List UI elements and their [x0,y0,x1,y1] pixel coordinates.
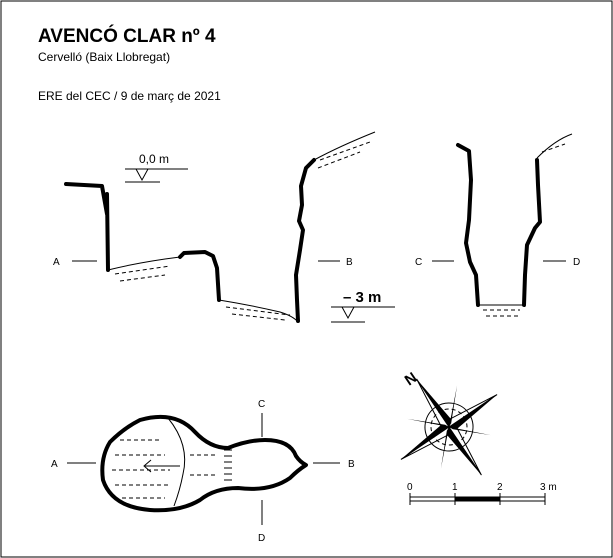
section-label-d: D [573,257,580,268]
plan-shaft-edge [167,417,186,507]
scale-tick-3: 3 m [540,482,557,493]
floor-left [107,256,181,271]
floor-right [218,299,299,323]
plan-label-b: B [348,459,355,470]
compass-north-label: N [402,369,420,389]
level-bottom-label: – 3 m [343,289,381,306]
compass-rose [400,378,498,476]
plan-outline [100,415,308,513]
right-wall [294,158,316,323]
level-top-label: 0,0 m [139,152,169,166]
plan-label-a: A [51,459,58,470]
shaft-left-wall [456,143,480,307]
scale-tick-2: 2 [497,482,503,493]
level-bottom-triangle [341,306,355,320]
section-label-a: A [53,257,60,268]
plan-label-d: D [258,533,265,544]
survey-location: Cervelló (Baix Llobregat) [38,50,170,64]
section-ab: 0,0 m A B – 3 m [53,131,395,323]
surface-right [313,131,376,161]
shaft-surface-right [536,133,573,159]
section-cd: C D [415,133,580,317]
section-label-c: C [415,257,422,268]
central-pillar [178,250,221,302]
sediment-hatching [114,141,371,321]
survey-team-date: ERE del CEC / 9 de març de 2021 [38,89,221,103]
plan-view: A B C D [51,399,355,544]
shaft-sediment-hatching [483,143,566,317]
level-top-triangle [135,168,149,182]
plan-sediment-hatching [112,439,215,499]
compass-point-north [416,378,451,427]
left-wall [64,182,110,272]
scale-tick-0: 0 [407,482,413,493]
shaft-right-wall [522,158,542,307]
plan-slope-arrowhead [143,459,152,473]
survey-title: AVENCÓ CLAR nº 4 [38,25,216,47]
section-label-b: B [346,257,353,268]
scale-bar: 0 1 2 3 m [407,482,557,505]
plan-label-c: C [258,399,265,410]
plan-drop-ticks [224,449,232,481]
scale-tick-1: 1 [452,482,458,493]
